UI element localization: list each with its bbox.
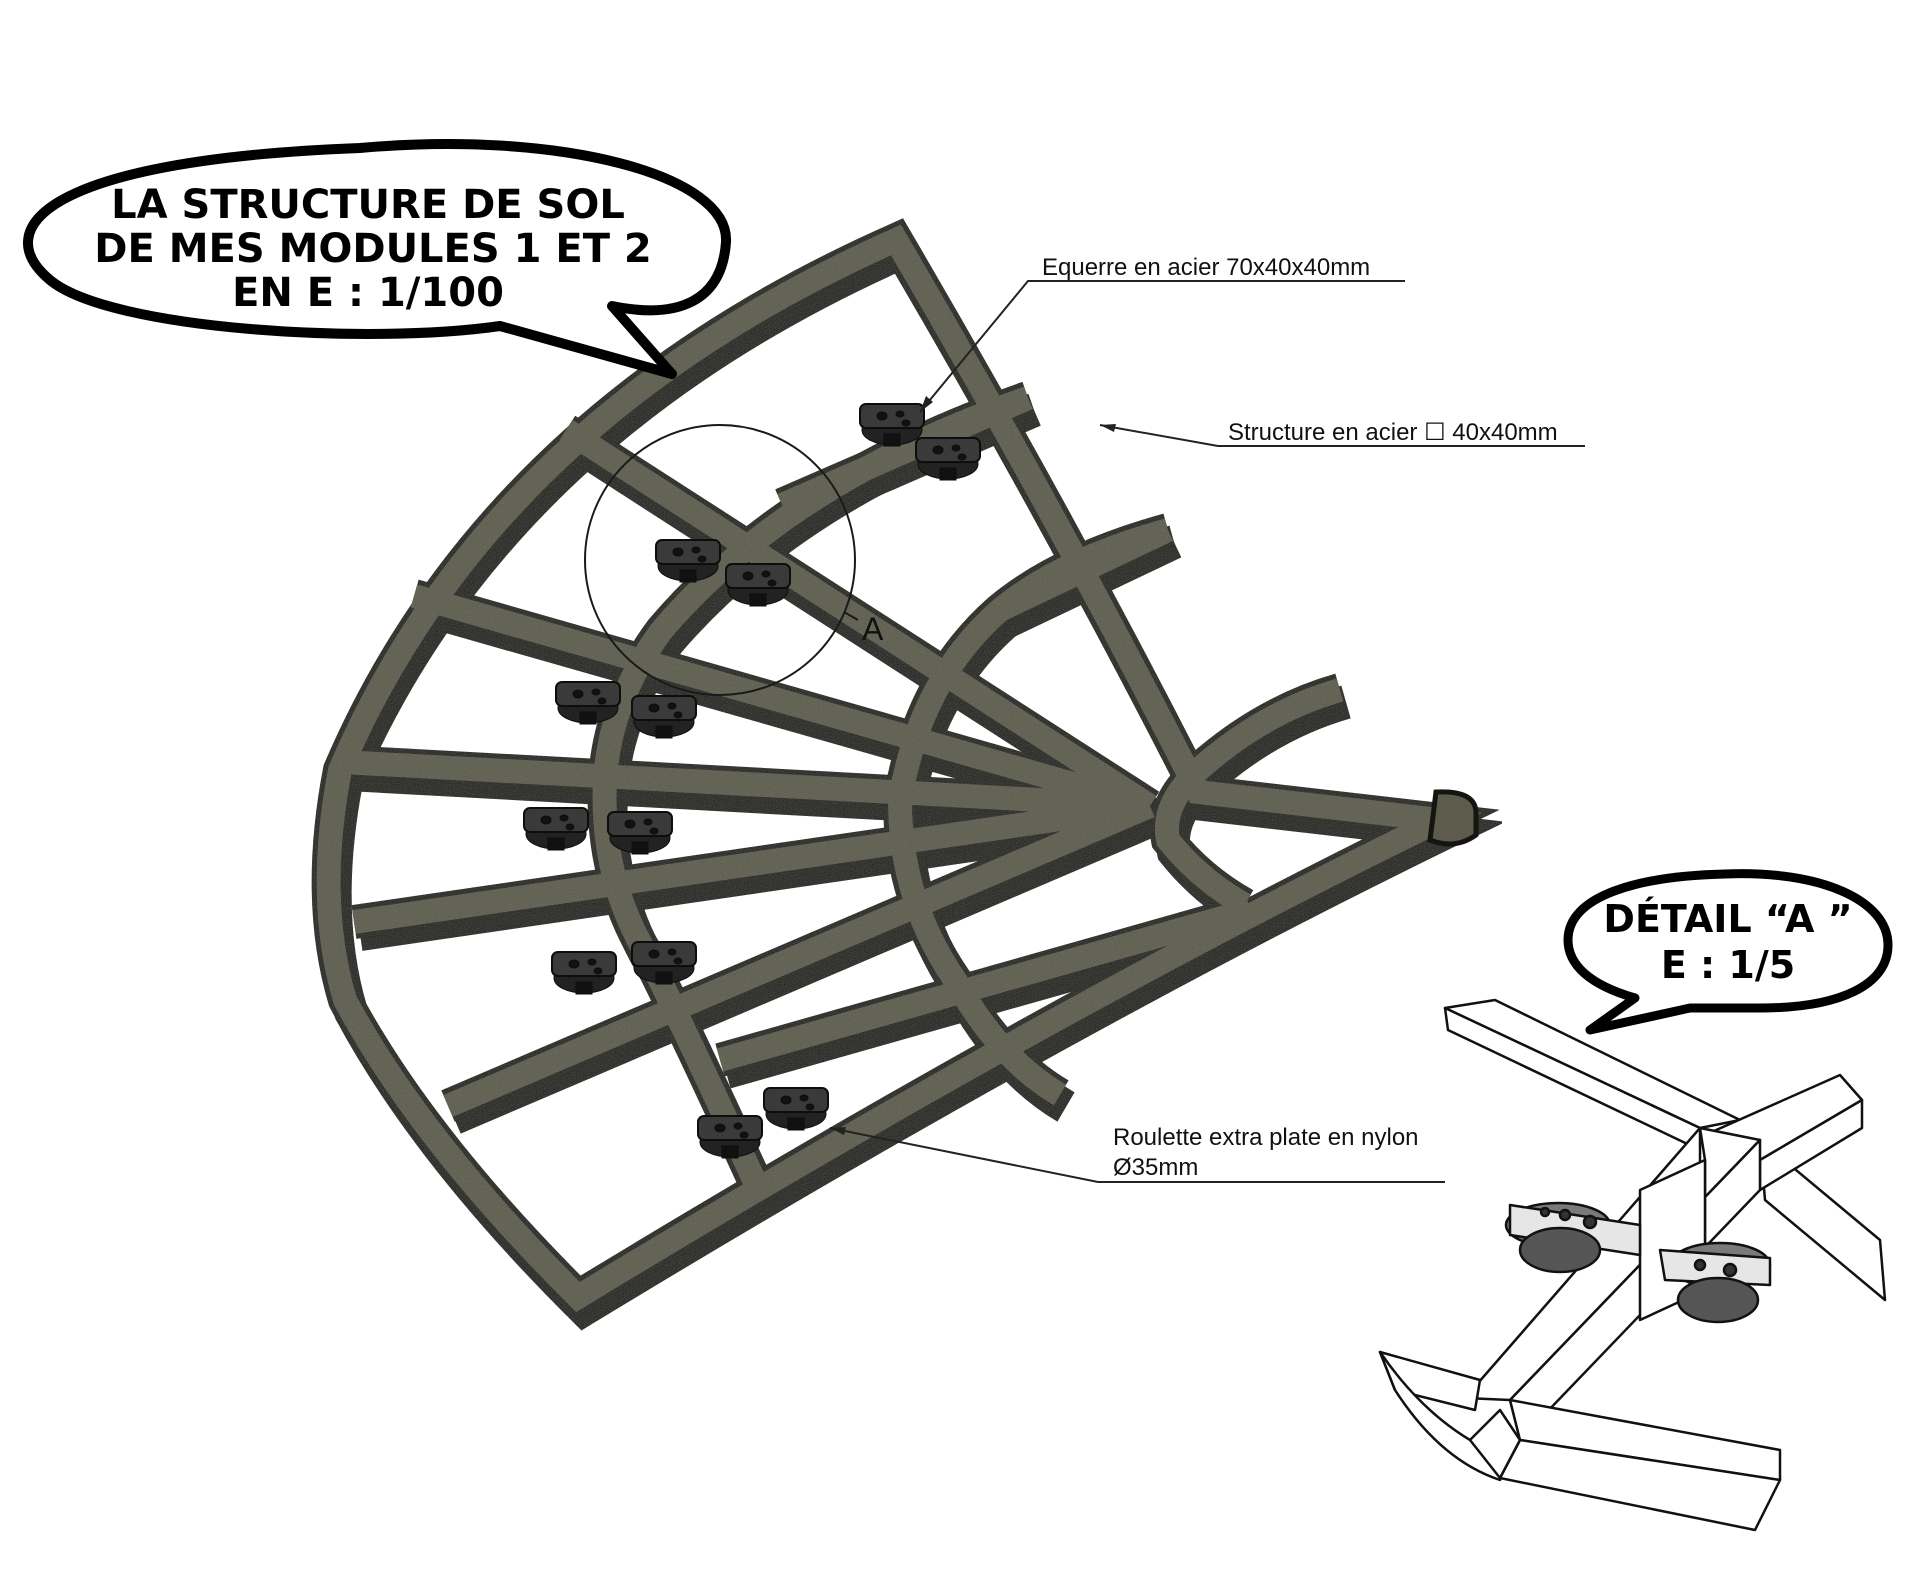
callout-frame-label: Structure en acier ☐ 40x40mm xyxy=(1228,419,1558,446)
detail-beam-upper-left xyxy=(1443,998,1742,1130)
frame-connector-1 xyxy=(777,386,1033,517)
callout-bracket-label: Equerre en acier 70x40x40mm xyxy=(1042,254,1370,281)
detail-speech-bubble: DÉTAIL “A ” E : 1/5 xyxy=(1563,869,1893,1035)
callout-bracket: Equerre en acier 70x40x40mm xyxy=(919,254,1405,413)
frame-tip-notch xyxy=(1427,789,1479,847)
caster-wheel-icon xyxy=(915,437,981,481)
caster-wheel-icon xyxy=(631,695,697,739)
caster-wheels-group xyxy=(523,403,981,1159)
caster-wheel-icon xyxy=(607,811,673,855)
frame-fill xyxy=(316,224,1483,1313)
detail-circle-icon xyxy=(584,424,856,696)
title-bubble-shape xyxy=(23,139,732,379)
caster-wheel-icon xyxy=(655,539,721,583)
detail-bubble-shape xyxy=(1563,869,1893,1035)
title-line-3: EN E : 1/100 xyxy=(232,270,504,316)
callout-caster-label-2: Ø35mm xyxy=(1113,1154,1198,1181)
title-line-1: LA STRUCTURE DE SOL xyxy=(111,182,625,228)
detail-reference-letter: A xyxy=(862,611,884,647)
detail-line-1: DÉTAIL “A ” xyxy=(1603,897,1852,941)
caster-wheel-icon xyxy=(725,563,791,607)
frame-inner-arc-3 xyxy=(1155,678,1344,916)
detail-caster-left xyxy=(1504,1201,1642,1274)
callout-caster-label-1: Roulette extra plate en nylon xyxy=(1113,1124,1419,1151)
caster-wheel-icon xyxy=(523,807,589,851)
frame-spoke-1 xyxy=(559,419,1157,817)
steel-frame-structure xyxy=(311,218,1506,1331)
frame-connector-2 xyxy=(994,519,1174,621)
title-speech-bubble: LA STRUCTURE DE SOL DE MES MODULES 1 ET … xyxy=(23,139,732,379)
frame-spoke-4 xyxy=(352,794,1152,934)
caster-wheel-icon xyxy=(551,951,617,995)
caster-wheel-icon xyxy=(697,1115,763,1159)
frame-spoke-5 xyxy=(443,794,1155,1118)
detail-caster-right xyxy=(1658,1241,1772,1324)
caster-wheel-icon xyxy=(631,941,697,985)
callout-frame: Structure en acier ☐ 40x40mm xyxy=(1099,419,1585,447)
detail-line-2: E : 1/5 xyxy=(1661,943,1795,987)
title-line-2: DE MES MODULES 1 ET 2 xyxy=(94,226,651,272)
callout-caster: Roulette extra plate en nylon Ø35mm xyxy=(829,1124,1445,1183)
frame-spoke-3 xyxy=(341,750,1151,818)
detail-a-view xyxy=(1378,998,1887,1532)
caster-wheel-icon xyxy=(763,1087,829,1131)
frame-spoke-2 xyxy=(410,584,1154,818)
caster-wheel-icon xyxy=(859,403,925,447)
frame-spoke-6 xyxy=(716,898,1254,1072)
detail-leader-line xyxy=(843,611,859,621)
caster-wheel-icon xyxy=(555,681,621,725)
